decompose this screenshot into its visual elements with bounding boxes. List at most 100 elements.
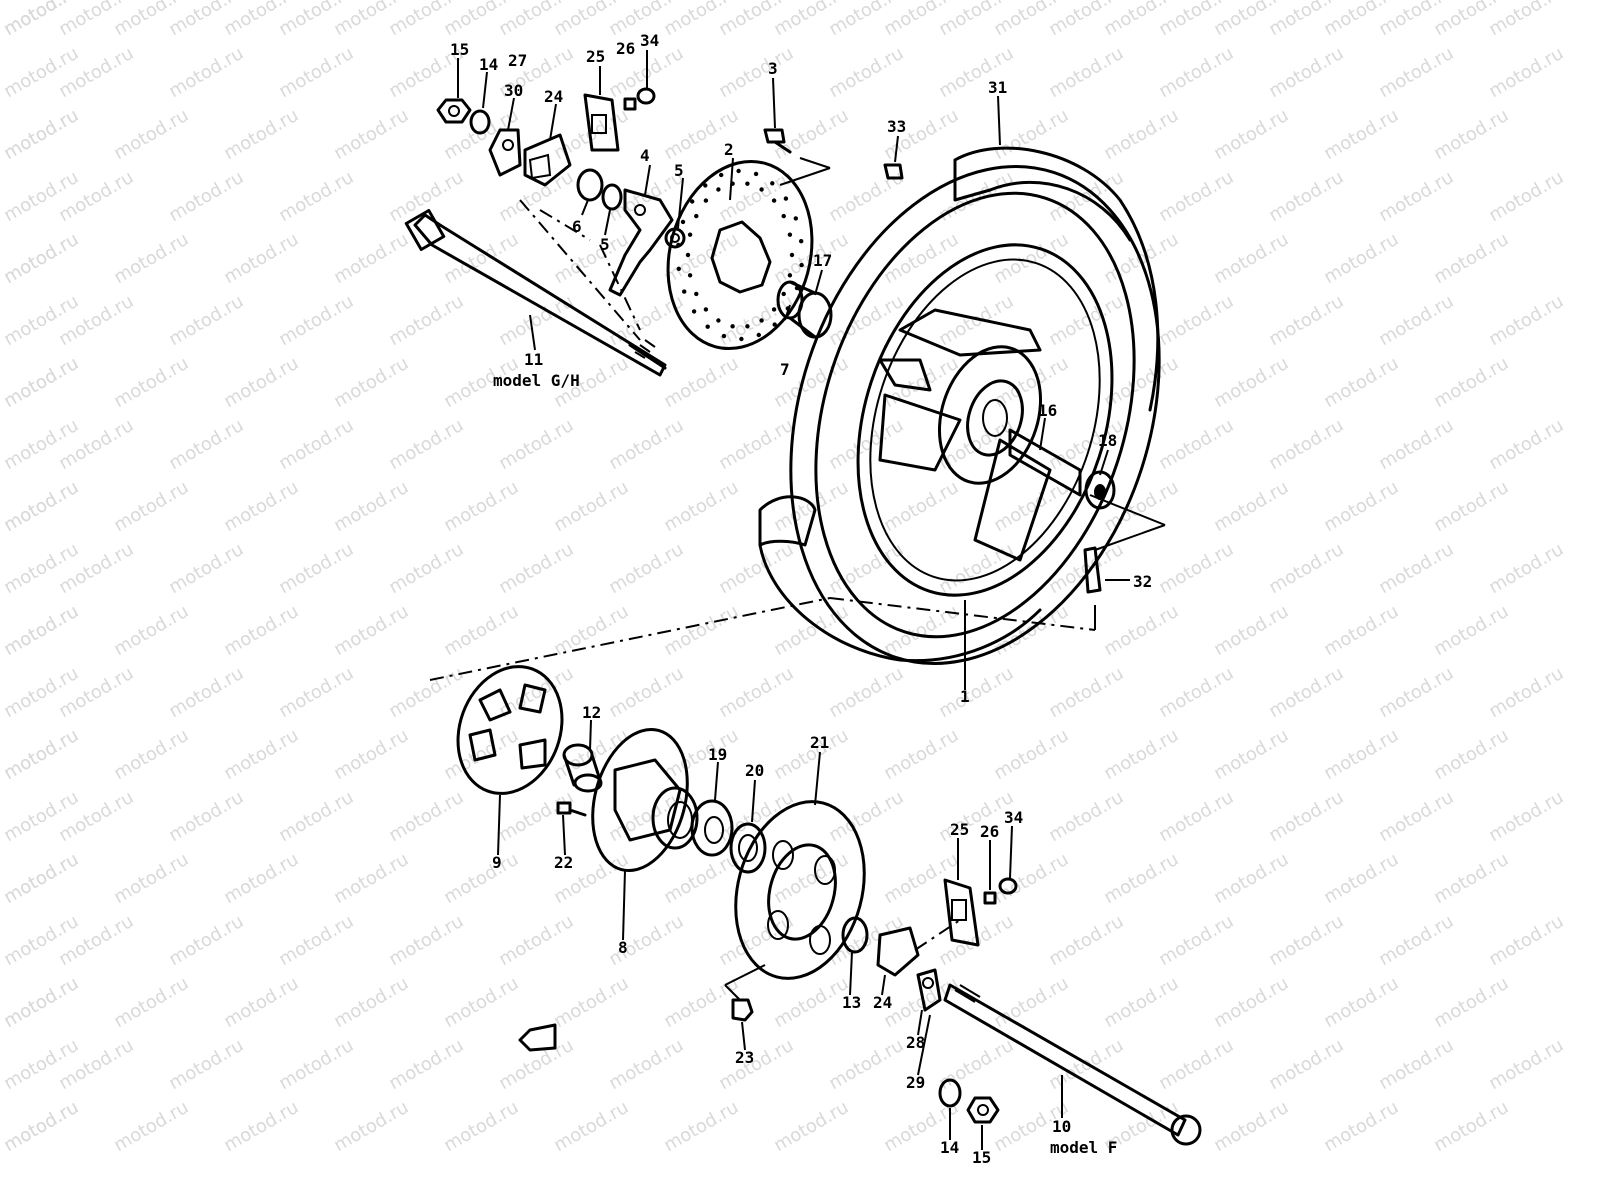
callout-7: 7 <box>780 360 790 379</box>
callout-2: 2 <box>724 140 734 159</box>
callout-5: 5 <box>600 235 610 254</box>
callout-17: 17 <box>813 251 832 270</box>
callout-24: 24 <box>544 87 563 106</box>
disc-hole <box>739 336 744 342</box>
callout-6: 6 <box>572 217 582 236</box>
callout-25: 25 <box>950 820 969 839</box>
disc-hole <box>721 333 727 339</box>
disc-hole <box>799 262 804 268</box>
disc-hole <box>759 318 764 323</box>
disc-hole <box>685 252 691 258</box>
callout-15: 15 <box>450 40 469 59</box>
callout-15: 15 <box>972 1148 991 1167</box>
disc-hole <box>745 181 750 186</box>
disc-hole <box>705 324 710 329</box>
callout-29: 29 <box>906 1073 925 1092</box>
bolt-22 <box>556 801 587 817</box>
callout-31: 31 <box>988 78 1007 97</box>
disc-hole <box>772 322 777 327</box>
disc-hole <box>730 324 735 329</box>
callout-25: 25 <box>586 47 605 66</box>
disc-hole <box>690 199 695 204</box>
disc-hole <box>759 187 764 192</box>
disc-hole <box>771 307 777 312</box>
wheel-assembly <box>758 146 1161 665</box>
disc-hole <box>781 291 786 297</box>
nut-23 <box>731 998 754 1022</box>
bearing-17 <box>776 280 833 339</box>
callout-34: 34 <box>640 31 659 50</box>
disc-hole <box>787 232 793 237</box>
sprocket-carrier <box>591 727 699 873</box>
disc-hole <box>799 239 804 244</box>
disc-hole <box>682 289 687 294</box>
axle-upper <box>404 199 667 377</box>
callout-19: 19 <box>708 745 727 764</box>
disc-hole <box>694 213 699 219</box>
disc-hole <box>770 181 775 186</box>
disc-hole <box>694 291 699 297</box>
disc-hole <box>703 198 709 203</box>
front-arrow-icon <box>518 1023 557 1052</box>
plate-25-lower <box>943 878 980 947</box>
disc-hole <box>756 332 761 338</box>
callout-33: 33 <box>887 117 906 136</box>
disc-hole <box>783 196 789 201</box>
disc-hole <box>787 273 793 278</box>
callout-26: 26 <box>616 39 635 58</box>
callout-32: 32 <box>1133 572 1152 591</box>
disc-hole <box>680 219 686 225</box>
callout-1: 1 <box>960 687 970 706</box>
caption-model-f: model F <box>1050 1138 1117 1157</box>
callout-26: 26 <box>980 822 999 841</box>
callout-28: 28 <box>906 1033 925 1052</box>
callout-9: 9 <box>492 853 502 872</box>
oil-seal-20 <box>729 822 767 874</box>
disc-hole <box>687 273 693 278</box>
bearing-19 <box>690 799 734 857</box>
callout-20: 20 <box>745 761 764 780</box>
callout-34: 34 <box>1004 808 1023 827</box>
callout-23: 23 <box>735 1048 754 1067</box>
disc-hole <box>716 187 721 192</box>
callout-10: 10 <box>1052 1117 1071 1136</box>
disc-hole <box>676 266 681 271</box>
callout-3: 3 <box>768 59 778 78</box>
part-33 <box>883 163 904 180</box>
callout-4: 4 <box>640 146 650 165</box>
disc-hole <box>676 242 681 248</box>
callout-14: 14 <box>940 1138 959 1157</box>
callout-24: 24 <box>873 993 892 1012</box>
callout-27: 27 <box>508 51 527 70</box>
callout-16: 16 <box>1038 401 1057 420</box>
disc-hole <box>745 324 750 329</box>
caption-model-gh: model G/H <box>493 371 580 390</box>
disc-hole <box>719 172 724 178</box>
callout-21: 21 <box>810 733 829 752</box>
callout-13: 13 <box>842 993 861 1012</box>
disc-hole <box>687 232 693 237</box>
callout-numbers: 15 14 27 30 24 25 26 34 3 33 31 2 4 5 5 … <box>450 31 1152 1167</box>
top-left-parts <box>436 87 686 331</box>
disc-hole <box>703 307 709 312</box>
bolt-3 <box>763 128 831 186</box>
callout-12: 12 <box>582 703 601 722</box>
callout-30: 30 <box>504 81 523 100</box>
disc-hole <box>793 216 798 221</box>
rear-sprocket <box>734 800 866 980</box>
spacer-12 <box>562 743 603 793</box>
disc-hole <box>736 168 741 174</box>
callout-22: 22 <box>554 853 573 872</box>
block-24-lower <box>876 926 920 977</box>
callout-18: 18 <box>1098 431 1117 450</box>
disc-hole <box>691 309 697 314</box>
brake-disc <box>666 159 814 351</box>
disc-hole <box>789 252 795 258</box>
disc-hole <box>753 171 759 177</box>
spacer-13 <box>841 916 869 954</box>
disc-hole <box>771 198 777 203</box>
callout-8: 8 <box>618 938 628 957</box>
callout-14: 14 <box>479 55 498 74</box>
axle-lower <box>943 983 1202 1146</box>
